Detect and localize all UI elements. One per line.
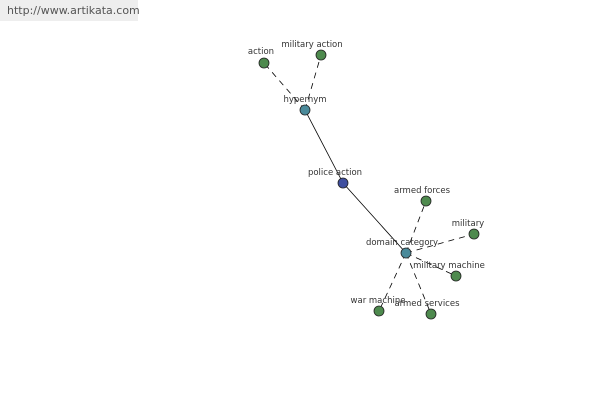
node-marker-military[interactable] — [468, 228, 480, 240]
node-marker-armed-forces[interactable] — [420, 195, 432, 207]
node-label-armed-services[interactable]: armed services — [394, 299, 460, 309]
node-military-machine[interactable]: military machine — [413, 261, 485, 282]
edge-domain-category-military — [405, 233, 475, 254]
edge-police-action-domain-category — [342, 182, 407, 254]
node-armed-forces[interactable]: armed forces — [394, 186, 451, 207]
node-police-action[interactable]: police action — [308, 168, 362, 189]
node-marker-domain-category[interactable] — [400, 247, 412, 259]
node-marker-armed-services[interactable] — [425, 308, 437, 320]
node-label-military[interactable]: military — [452, 219, 484, 229]
node-marker-action[interactable] — [258, 57, 270, 69]
edge-hypernym-military-action — [304, 54, 322, 111]
node-action[interactable]: action — [248, 47, 274, 69]
node-label-military-machine[interactable]: military machine — [413, 261, 485, 271]
node-hypernym[interactable]: hypernym — [283, 95, 327, 116]
node-armed-services[interactable]: armed services — [394, 299, 460, 320]
graph-edges — [263, 54, 475, 315]
node-marker-hypernym[interactable] — [299, 104, 311, 116]
edge-domain-category-armed-forces — [405, 200, 427, 254]
node-marker-war-machine[interactable] — [373, 305, 385, 317]
edge-domain-category-military-machine — [405, 252, 457, 277]
node-military[interactable]: military — [452, 219, 484, 240]
node-label-domain-category[interactable]: domain category — [366, 238, 438, 248]
node-domain-category[interactable]: domain category — [366, 238, 438, 259]
node-military-action[interactable]: military action — [281, 40, 343, 61]
node-label-police-action[interactable]: police action — [308, 168, 362, 178]
node-label-hypernym[interactable]: hypernym — [283, 95, 326, 105]
node-label-war-machine[interactable]: war machine — [351, 296, 406, 306]
node-label-action[interactable]: action — [248, 47, 274, 57]
node-marker-police-action[interactable] — [337, 177, 349, 189]
node-label-military-action[interactable]: military action — [281, 40, 342, 50]
node-marker-military-machine[interactable] — [450, 270, 462, 282]
edge-police-action-hypernym — [304, 109, 344, 184]
node-war-machine[interactable]: war machine — [351, 296, 406, 317]
graph-nodes: police action hypernym domain category acti… — [248, 40, 485, 320]
node-label-armed-forces[interactable]: armed forces — [394, 186, 451, 196]
node-marker-military-action[interactable] — [315, 49, 327, 61]
site-watermark[interactable]: http://www.artikata.com — [0, 0, 140, 21]
